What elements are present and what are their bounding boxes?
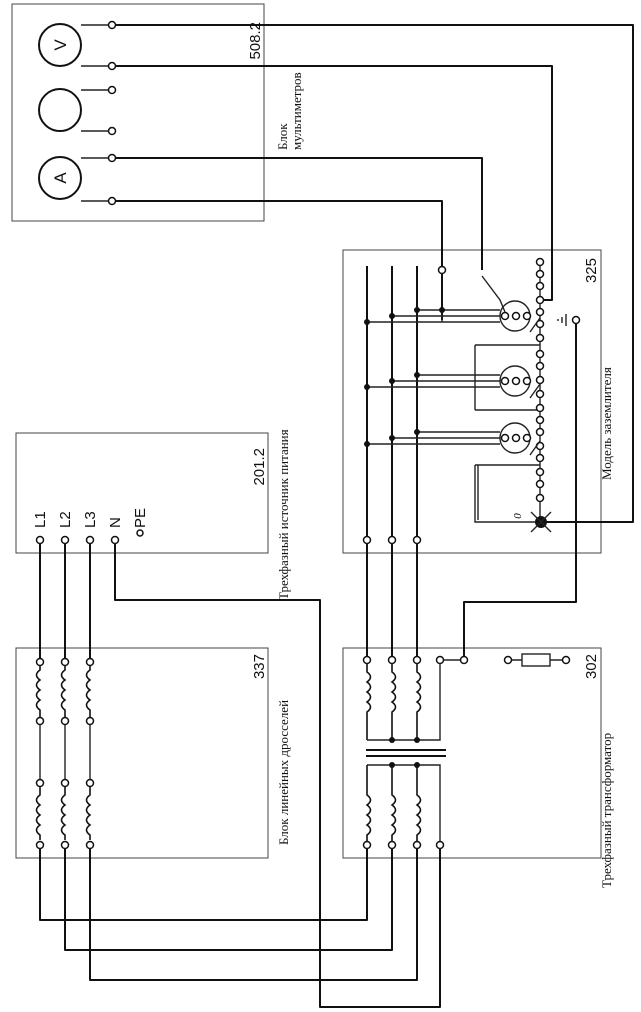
wire-ammeter-to-probe bbox=[115, 157, 483, 270]
transformer bbox=[362, 543, 469, 850]
bus-terminal-top[interactable] bbox=[437, 265, 447, 275]
ground-model-module-number: 325 bbox=[583, 258, 600, 283]
terminal-l2[interactable] bbox=[60, 535, 70, 545]
zero-electrode: 0 bbox=[512, 511, 552, 533]
ammeter-terminal-1[interactable] bbox=[107, 153, 117, 163]
wire-choke-l1-to-transformer bbox=[39, 848, 368, 921]
power-source-module-box bbox=[15, 432, 269, 554]
terminal-pe[interactable] bbox=[136, 529, 144, 537]
multimeter-module-number: 508.2 bbox=[247, 22, 264, 60]
voltmeter-symbol: V bbox=[51, 39, 70, 51]
ground-model-caption: Модель заземлителя bbox=[599, 367, 614, 480]
middle-meter bbox=[38, 85, 117, 136]
voltmeter-terminal-2[interactable] bbox=[107, 61, 117, 71]
resistor-icon bbox=[503, 653, 571, 667]
meter-circle bbox=[38, 88, 82, 132]
electrode-2 bbox=[499, 365, 532, 397]
line-chokes bbox=[35, 657, 95, 850]
voltmeter: V bbox=[38, 20, 117, 71]
wire-ammeter-to-bus bbox=[115, 200, 443, 268]
terminal-label-l2: L2 bbox=[57, 511, 74, 528]
zero-label: 0 bbox=[512, 513, 524, 519]
wire-choke-l3-to-transformer bbox=[89, 848, 418, 981]
ammeter-terminal-2[interactable] bbox=[107, 196, 117, 206]
electrode-3 bbox=[499, 422, 532, 454]
multimeter-module-box bbox=[11, 3, 265, 222]
multimeter-caption-line-2: мультиметров bbox=[289, 72, 304, 150]
wire-voltmeter-to-electrode bbox=[115, 24, 634, 523]
voltmeter-circle bbox=[38, 23, 82, 67]
line-chokes-caption: Блок линейных дросселей bbox=[276, 700, 291, 845]
voltmeter-terminal-1[interactable] bbox=[107, 20, 117, 30]
ground-terminal-strip bbox=[474, 257, 545, 523]
ammeter-symbol: A bbox=[51, 172, 70, 184]
terminal-label-l3: L3 bbox=[82, 511, 99, 528]
terminal-label-pe: PE bbox=[132, 508, 149, 528]
power-source-caption: Трехфазный источник питания bbox=[276, 429, 291, 600]
line-chokes-module-number: 337 bbox=[251, 654, 268, 679]
power-source-terminals: L1 L2 L3 N PE bbox=[32, 508, 149, 545]
meter-terminal-1[interactable] bbox=[107, 85, 117, 95]
wire-voltmeter-to-ground-strip bbox=[115, 65, 553, 301]
ground-terminal[interactable] bbox=[571, 315, 581, 325]
meter-terminal-2[interactable] bbox=[107, 126, 117, 136]
power-source-module-number: 201.2 bbox=[251, 448, 268, 486]
line-chokes-module-box bbox=[15, 647, 269, 859]
transformer-module-box bbox=[342, 647, 602, 859]
ground-icon bbox=[463, 314, 581, 660]
terminal-label-l1: L1 bbox=[32, 511, 49, 528]
wire-choke-l2-to-transformer bbox=[64, 848, 393, 951]
multimeter-caption-line-1: Блок bbox=[275, 123, 290, 150]
terminal-n[interactable] bbox=[110, 535, 120, 545]
terminal-l1[interactable] bbox=[35, 535, 45, 545]
terminal-label-n: N bbox=[107, 517, 124, 528]
transformer-module-number: 302 bbox=[583, 654, 600, 679]
ground-model-module-box bbox=[342, 249, 602, 554]
ammeter-circle bbox=[38, 156, 82, 200]
wire-ground-to-transformer bbox=[463, 323, 577, 660]
electrode-1 bbox=[481, 275, 532, 332]
transformer-caption: Трехфазный трансформатор bbox=[599, 733, 614, 888]
ammeter: A bbox=[38, 153, 117, 206]
terminal-l3[interactable] bbox=[85, 535, 95, 545]
wire-neutral bbox=[114, 543, 441, 1008]
ground-model-bus bbox=[362, 265, 500, 545]
